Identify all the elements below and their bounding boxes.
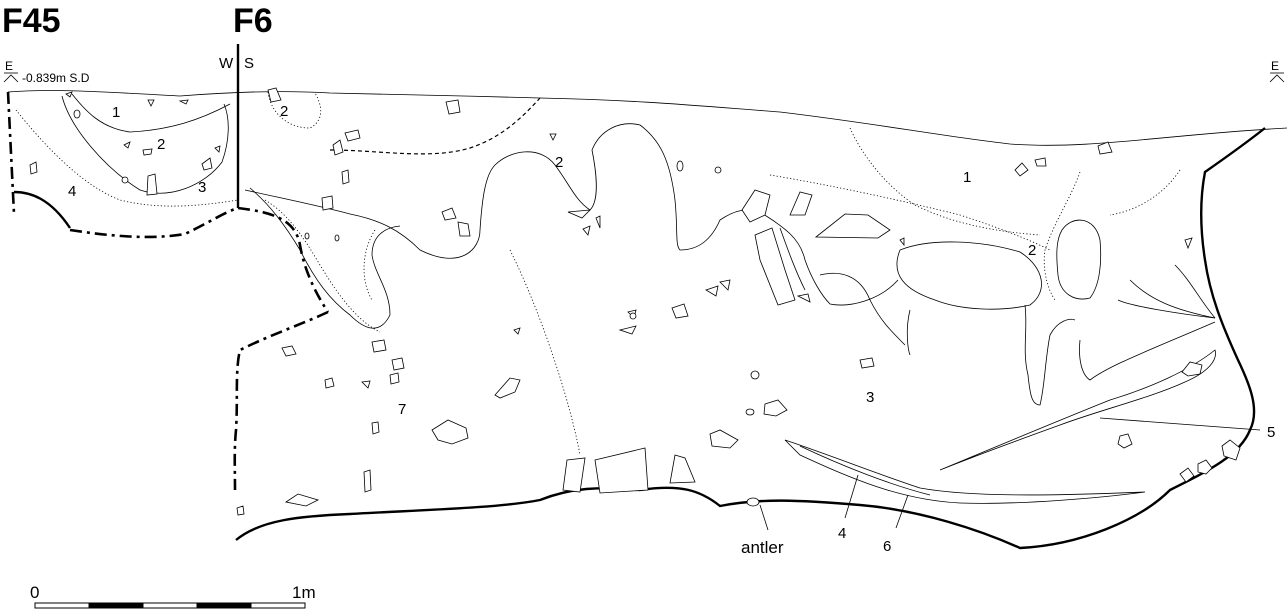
scale-end-label: 1m bbox=[292, 583, 316, 602]
datum-level-label: -0.839m S.D bbox=[22, 71, 90, 85]
datum-left-label: E bbox=[5, 59, 13, 73]
scale-bar bbox=[34, 602, 306, 609]
stones bbox=[236, 87, 1241, 516]
layer-label-f6-2b: 2 bbox=[555, 154, 563, 171]
layer-label-f6-7: 7 bbox=[398, 401, 406, 418]
layer-label-f6-2c: 2 bbox=[1028, 242, 1036, 259]
layer-label-f6-3: 3 bbox=[866, 389, 874, 406]
layer-label-f6-4: 4 bbox=[838, 525, 846, 542]
layer-label-f45-4: 4 bbox=[68, 183, 76, 200]
antler-label: antler bbox=[741, 538, 784, 557]
datum-right-label: E bbox=[1271, 59, 1279, 73]
section-title-f6: F6 bbox=[233, 2, 273, 40]
f45-section bbox=[6, 91, 239, 239]
ground-surface-line bbox=[7, 90, 1287, 146]
section-title-f45: F45 bbox=[2, 2, 61, 40]
datum-marker-right: E bbox=[1269, 59, 1285, 83]
layer-label-f6-5: 5 bbox=[1267, 424, 1275, 441]
layer-label-f6-1: 1 bbox=[963, 169, 971, 186]
layer-label-f45-1: 1 bbox=[112, 104, 120, 121]
layer-label-f6-2a: 2 bbox=[280, 103, 288, 120]
layer-label-f45-3: 3 bbox=[198, 179, 206, 196]
f6-section bbox=[233, 91, 1266, 550]
layer-label-f6-6: 6 bbox=[883, 538, 891, 555]
south-label: S bbox=[244, 55, 254, 72]
scale-start-label: 0 bbox=[30, 583, 39, 602]
datum-marker-left: E bbox=[3, 59, 19, 83]
layer-label-f45-2: 2 bbox=[157, 136, 165, 153]
west-label: W bbox=[219, 55, 234, 72]
antler-find bbox=[746, 497, 760, 507]
